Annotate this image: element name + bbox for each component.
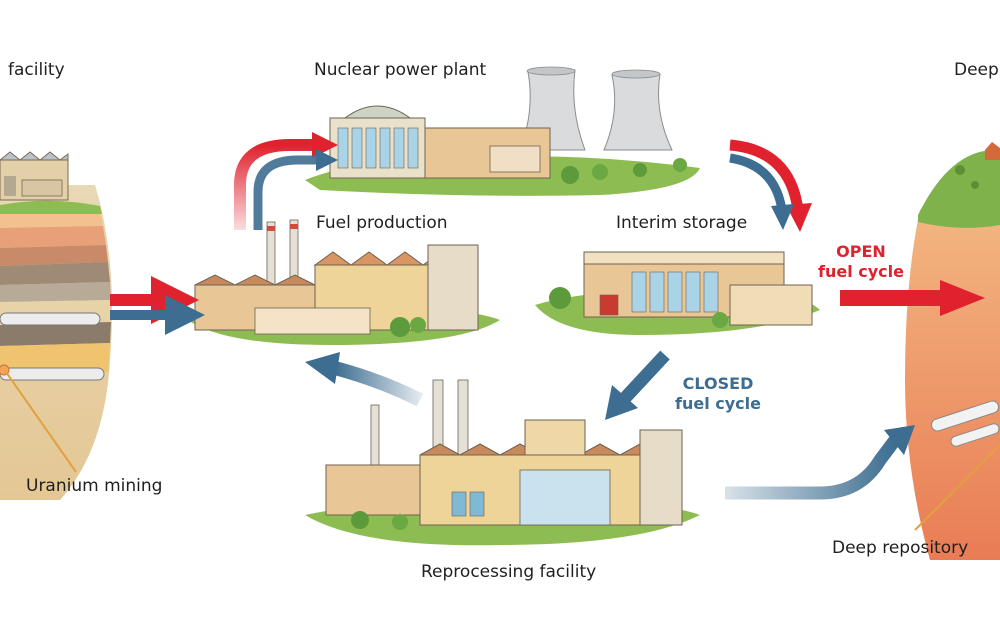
closed-cycle-title: CLOSED xyxy=(682,374,754,393)
open-cycle-title: OPEN xyxy=(836,242,886,261)
open-cycle-subtitle: fuel cycle xyxy=(818,262,904,281)
reprocessing-facility-label: Reprocessing facility xyxy=(421,562,597,582)
arrow-power-plant-to-storage xyxy=(729,139,812,232)
nuclear-power-plant-illustration xyxy=(305,66,700,196)
deep-repository-label: Deep repository xyxy=(832,538,969,558)
fuel-production-illustration xyxy=(185,219,500,345)
arrow-mining-to-fuel xyxy=(110,276,205,335)
uranium-mining-leader-line xyxy=(5,371,77,473)
interim-storage-illustration xyxy=(535,251,820,335)
arrow-reprocessing-to-fuel xyxy=(305,352,424,407)
arrow-open-cycle-to-repository xyxy=(840,280,985,316)
closed-fuel-cycle-label: CLOSED fuel cycle xyxy=(675,374,761,414)
deep-top-label: Deep xyxy=(954,60,999,80)
reprocessing-facility-illustration xyxy=(305,379,700,546)
nuclear-power-plant-label: Nuclear power plant xyxy=(314,60,487,80)
deep-repository-leader-line xyxy=(914,444,1000,531)
interim-storage-label: Interim storage xyxy=(616,213,748,233)
fuel-production-label: Fuel production xyxy=(316,213,448,233)
uranium-mining-label: Uranium mining xyxy=(26,476,163,496)
open-fuel-cycle-label: OPEN fuel cycle xyxy=(818,242,904,282)
arrow-fuel-to-power-plant xyxy=(234,132,338,230)
deep-repository-cross-section xyxy=(905,142,1000,560)
mining-facility-label: facility xyxy=(8,60,65,80)
arrow-reprocessing-to-repository xyxy=(725,425,915,500)
closed-cycle-subtitle: fuel cycle xyxy=(675,394,761,413)
uranium-mine-cross-section xyxy=(0,151,113,500)
arrow-storage-to-reprocessing xyxy=(605,350,670,420)
